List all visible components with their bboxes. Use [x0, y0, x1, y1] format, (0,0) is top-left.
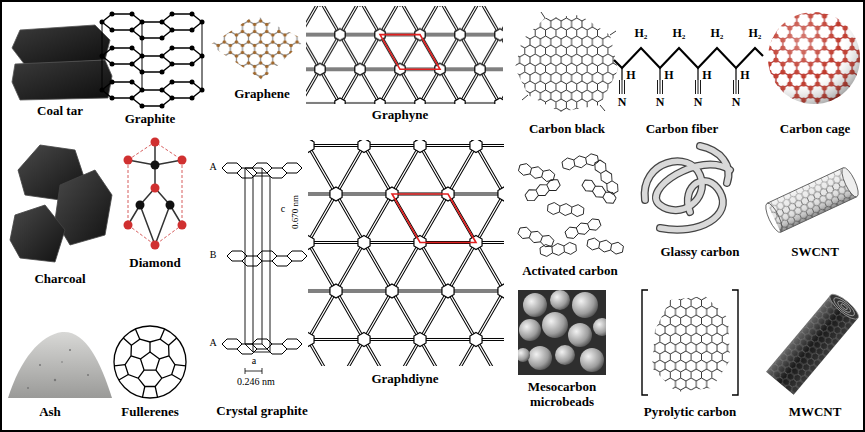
- caption: Charcoal: [34, 272, 85, 287]
- caption: Carbon fiber: [646, 122, 719, 137]
- graphene-sheet: [210, 15, 305, 80]
- caption: Fullerenes: [121, 405, 179, 420]
- atom-symbol: N: [618, 96, 627, 110]
- caption: Crystal graphite: [216, 404, 307, 419]
- atom-symbol: H₂: [673, 27, 686, 41]
- atom-symbol: H: [664, 69, 673, 83]
- carbon-fiber-formula: [614, 48, 763, 94]
- graphdiyne-sheet: [308, 140, 504, 366]
- crystal-graphite-structure: [222, 163, 307, 374]
- microbeads-photo: [516, 290, 611, 375]
- charcoal-photo: [10, 145, 112, 262]
- swcnt-tube: [763, 166, 862, 235]
- atom-symbol: N: [694, 96, 703, 110]
- atom-symbol: H: [702, 69, 711, 83]
- caption: Graphite: [125, 112, 176, 127]
- caption: Diamond: [129, 256, 180, 271]
- atom-symbol: H₂: [635, 27, 648, 41]
- dimension-label: B: [210, 249, 217, 261]
- dimension-label: 0.246 nm: [237, 376, 275, 388]
- atom-symbol: H: [626, 69, 635, 83]
- dimension-label: a: [252, 355, 256, 367]
- coal-tar-photo: [12, 25, 112, 100]
- atom-symbol: N: [732, 96, 741, 110]
- caption: Graphene: [234, 87, 290, 102]
- caption: Graphdiyne: [371, 372, 438, 387]
- atom-symbol: N: [656, 96, 665, 110]
- atom-symbol: H: [740, 69, 749, 83]
- caption: Carbon cage: [780, 122, 850, 137]
- dimension-label: A: [209, 337, 216, 349]
- glassy-carbon-ribbons: [645, 146, 730, 230]
- caption: Ash: [39, 405, 61, 420]
- pyrolytic-carbon-structure: [642, 290, 738, 395]
- atom-symbol: H₂: [749, 27, 762, 41]
- graphyne-sheet: [306, 6, 503, 104]
- carbon-black-structure: [515, 12, 618, 112]
- dimension-label: A: [209, 161, 216, 173]
- mwcnt-tube: [766, 291, 862, 395]
- activated-carbon-structure: [517, 153, 624, 257]
- caption: MWCNT: [789, 405, 842, 420]
- fullerene-structure: [114, 326, 186, 398]
- caption: Graphyne: [372, 108, 428, 123]
- carbon-cage-model: [768, 12, 860, 104]
- diamond-structure: [124, 138, 187, 250]
- dimension-label: c: [281, 203, 285, 215]
- caption: Mesocarbon microbeads: [512, 380, 612, 410]
- ash-photo: [8, 332, 112, 398]
- caption: Glassy carbon: [660, 245, 739, 260]
- caption: Carbon black: [529, 122, 605, 137]
- caption: Activated carbon: [522, 264, 618, 279]
- dimension-label: 0.670 nm: [290, 195, 300, 229]
- caption: SWCNT: [791, 245, 839, 260]
- graphite-structure: [100, 12, 205, 109]
- caption: Pyrolytic carbon: [644, 405, 737, 420]
- caption: Coal tar: [37, 104, 83, 119]
- atom-symbol: H₂: [711, 27, 724, 41]
